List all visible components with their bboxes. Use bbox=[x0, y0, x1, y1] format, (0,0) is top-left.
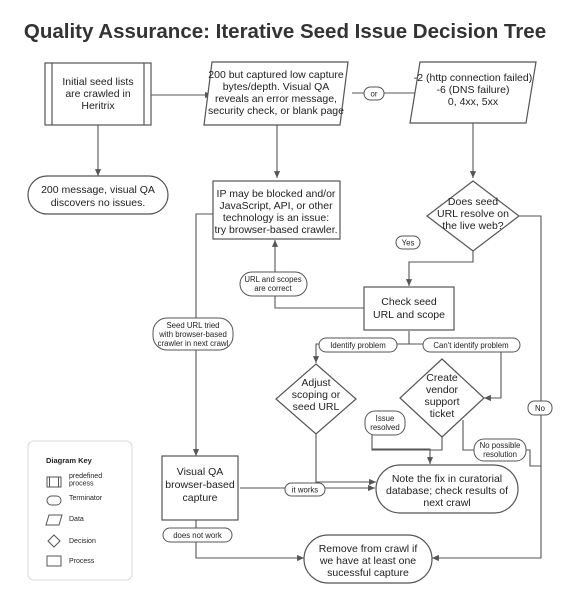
url-scopes-label-box bbox=[239, 271, 308, 297]
does-not-work-label-box bbox=[162, 527, 233, 543]
resolve-live-decision bbox=[426, 180, 520, 252]
edge-ticket-no-resolution bbox=[462, 420, 541, 467]
no-possible-resolution-label-box bbox=[473, 438, 527, 462]
edge-decision-to-check bbox=[405, 251, 474, 286]
key-label-decision: Decision bbox=[69, 538, 96, 545]
terminator-icon bbox=[46, 495, 62, 506]
it-works-label-box bbox=[284, 482, 326, 497]
identify-problem-label-box bbox=[318, 337, 398, 353]
no-label: No bbox=[535, 404, 546, 413]
or-label-box bbox=[363, 86, 385, 101]
yes-label-box bbox=[395, 235, 421, 250]
yes-label: Yes bbox=[402, 239, 415, 248]
cant-identify-label-box bbox=[422, 337, 521, 353]
edge-ticket-to-note bbox=[371, 414, 443, 464]
diagram-key bbox=[27, 440, 133, 581]
data-icon bbox=[45, 514, 63, 526]
issue-resolved-label-box bbox=[364, 410, 406, 436]
it-works-label: it works bbox=[292, 486, 319, 495]
edge-decision-no bbox=[432, 215, 542, 562]
edge-adjust-to-note bbox=[315, 434, 376, 486]
captured-low-node bbox=[203, 61, 349, 126]
http-errors-text: -2 (http connection failed)-6 (DNS failu… bbox=[414, 72, 532, 108]
adjust-scoping-decision bbox=[275, 363, 357, 435]
edge-check-to-ip bbox=[271, 240, 364, 309]
does-not-work-label: does not work bbox=[173, 531, 222, 540]
decision-icon bbox=[47, 534, 61, 548]
identify-problem-label: Identify problem bbox=[330, 341, 385, 350]
key-label-terminator: Terminator bbox=[69, 495, 103, 502]
diagram-title: Quality Assurance: Iterative Seed Issue … bbox=[23, 20, 547, 43]
http-errors-node bbox=[409, 61, 537, 124]
note-fix-node bbox=[375, 464, 519, 514]
remove-crawl-node bbox=[303, 534, 433, 584]
process-icon bbox=[46, 555, 62, 567]
create-ticket-decision bbox=[399, 358, 485, 438]
seed-url-tried-label-box bbox=[152, 317, 234, 351]
visual-qa-browser-node bbox=[161, 455, 239, 521]
initial-seed-node bbox=[44, 62, 152, 126]
key-label-process: Process bbox=[69, 558, 95, 565]
or-label: or bbox=[371, 90, 378, 99]
visual-qa-ok-node bbox=[27, 175, 169, 215]
diagram-key-title: Diagram Key bbox=[46, 456, 93, 465]
key-label-data: Data bbox=[69, 516, 84, 523]
cant-identify-label: Can't identify problem bbox=[433, 341, 508, 350]
no-label-box bbox=[527, 400, 553, 416]
predefined-process-icon bbox=[46, 476, 62, 488]
check-seed-node bbox=[363, 286, 455, 331]
ip-blocked-node bbox=[212, 180, 341, 240]
edge-ip-to-visual-browser bbox=[192, 213, 213, 456]
